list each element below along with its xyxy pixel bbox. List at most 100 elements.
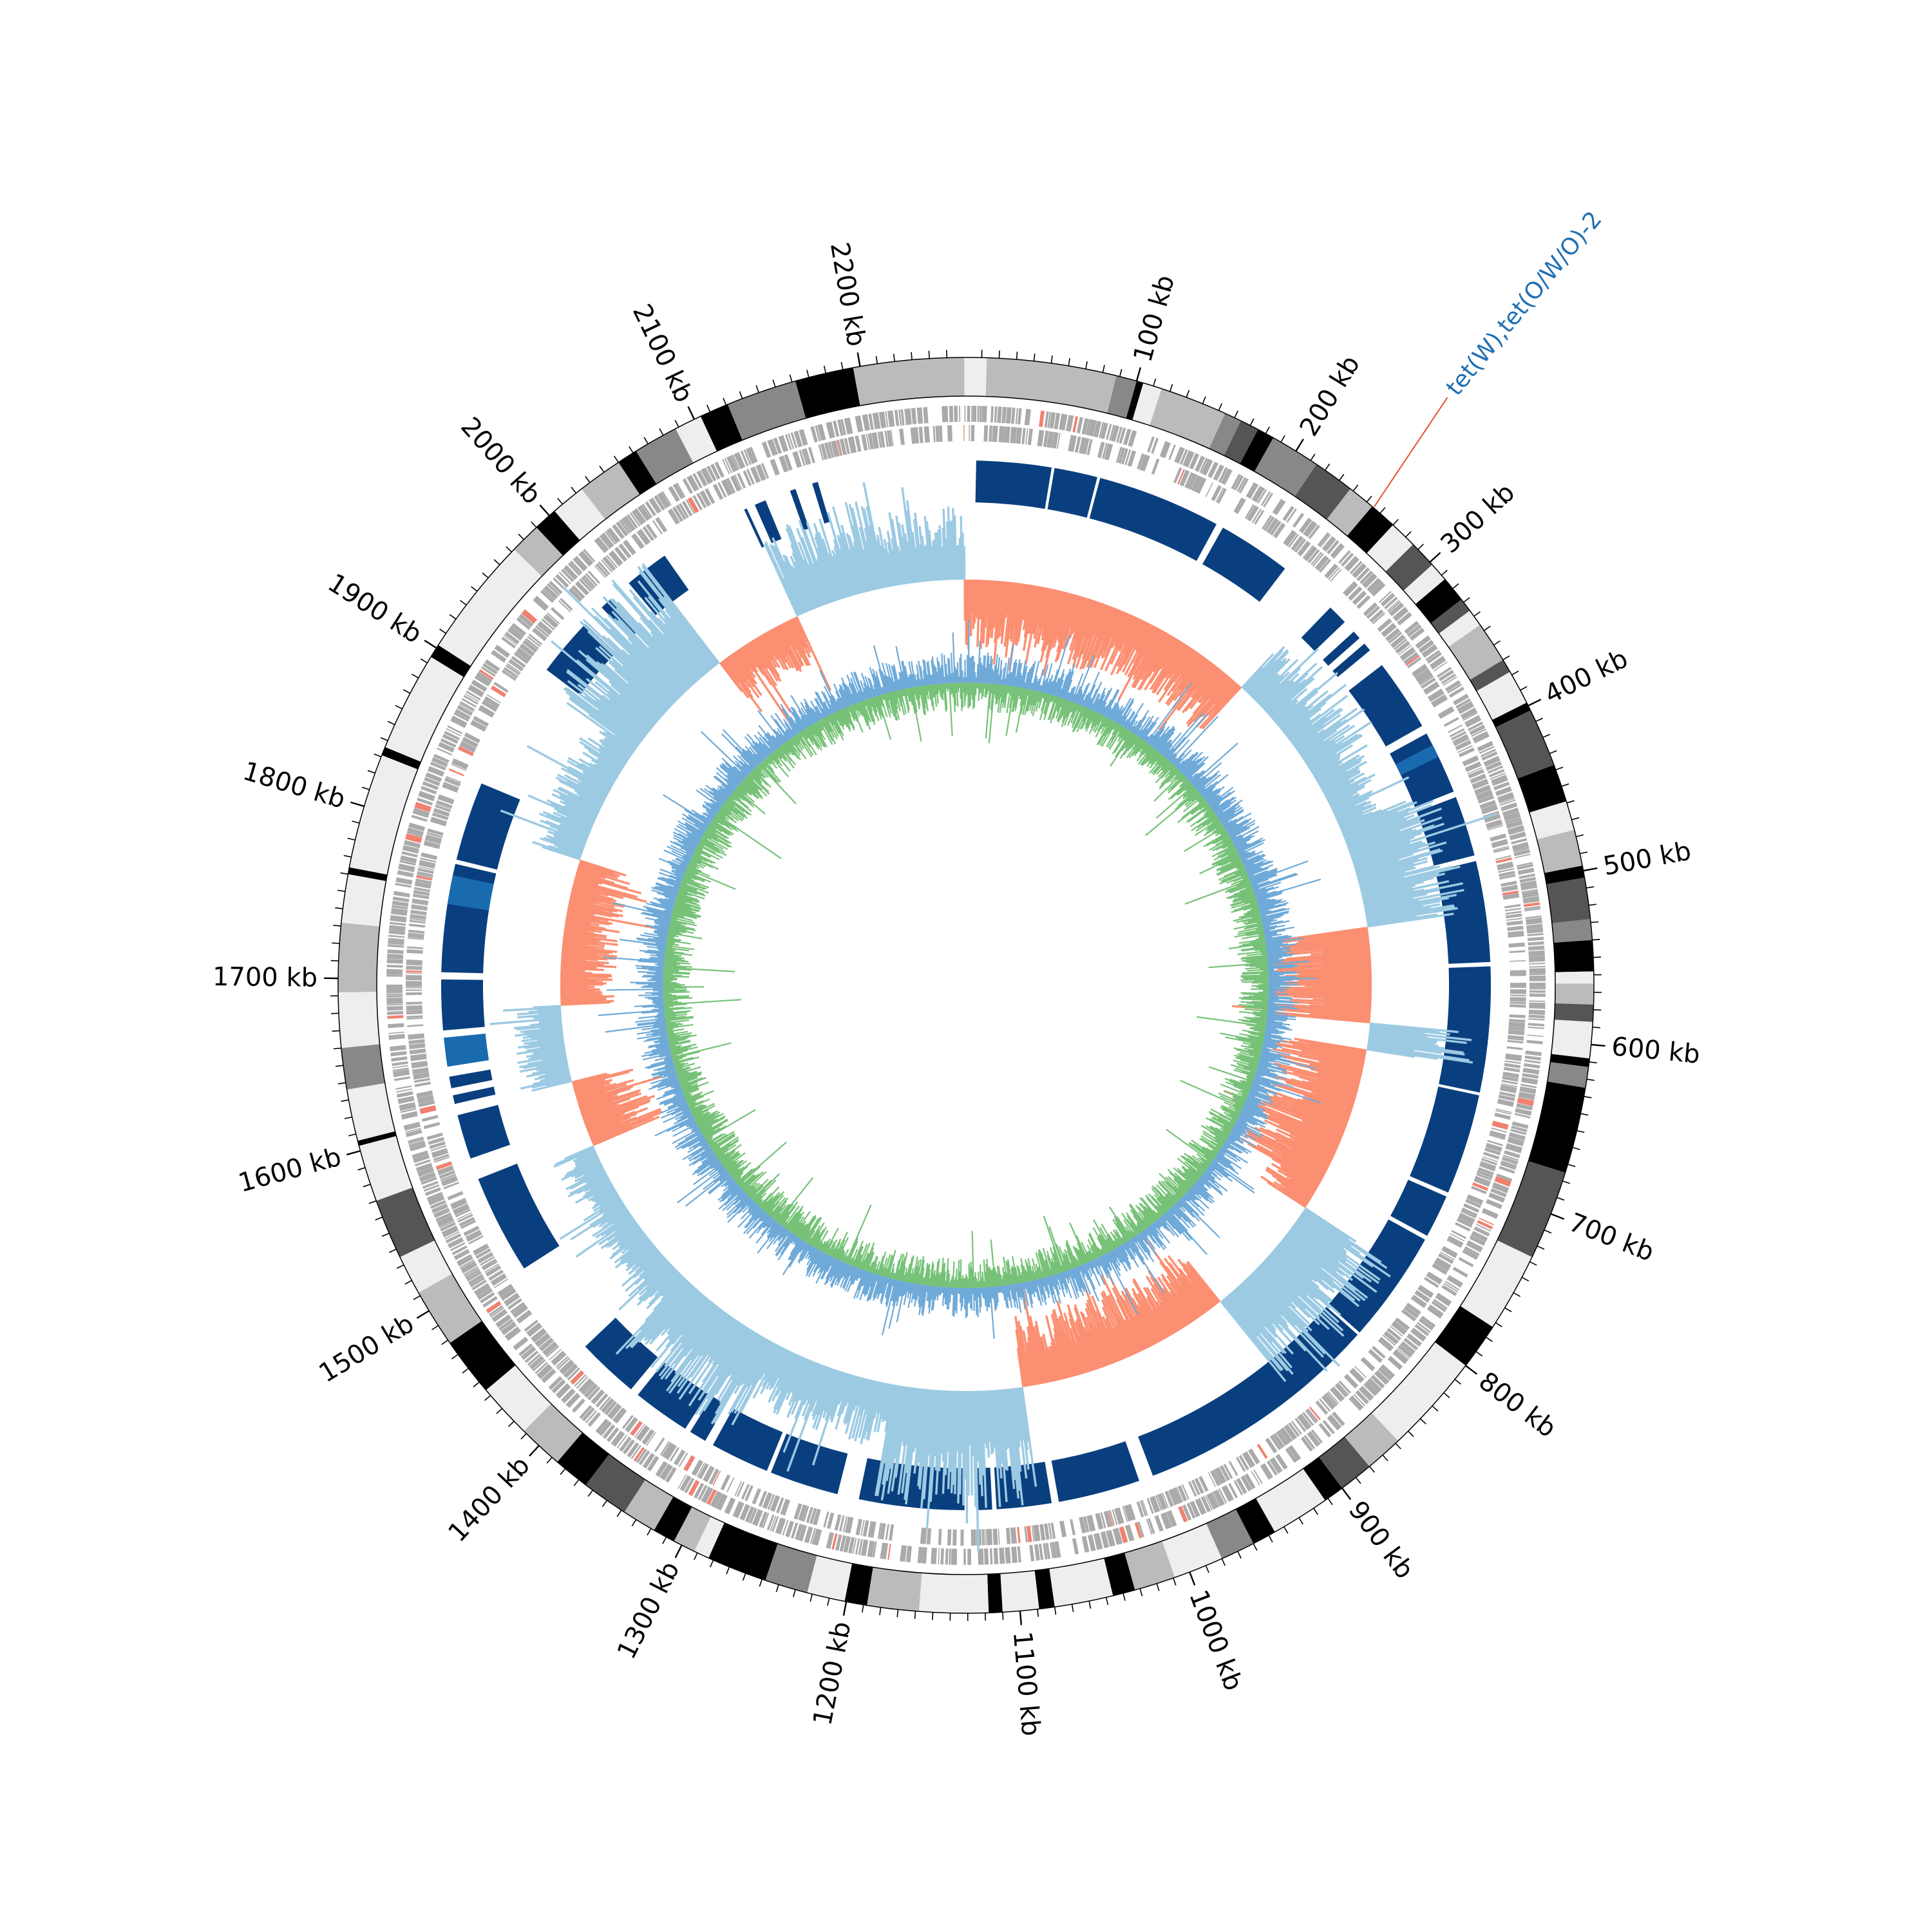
gene xyxy=(583,574,596,589)
karyotype-track xyxy=(337,357,1595,1614)
gene xyxy=(1124,1524,1135,1542)
gene xyxy=(1452,734,1470,746)
gene xyxy=(505,664,520,676)
gene xyxy=(1387,1356,1403,1370)
coverage-bar-positive xyxy=(649,1269,678,1298)
gene xyxy=(414,1081,431,1088)
coverage-bar-positive xyxy=(515,1029,564,1037)
gene xyxy=(636,1448,647,1464)
coverage-bar-positive xyxy=(598,1218,636,1245)
coverage-bar-positive xyxy=(831,549,848,598)
coverage-bar-positive xyxy=(956,545,959,580)
coverage-bar-positive xyxy=(898,551,907,585)
gene xyxy=(696,1462,706,1477)
coverage-bar-positive xyxy=(817,532,842,600)
coverage-bar-positive xyxy=(833,545,851,597)
gene xyxy=(437,794,455,805)
gc-skew-bar xyxy=(1067,687,1074,701)
gc-skew-bar xyxy=(1137,729,1144,737)
gene xyxy=(1499,1166,1515,1174)
gc-content-bar xyxy=(1043,694,1050,714)
coverage-bar-negative xyxy=(567,909,592,916)
coverage-bar-negative xyxy=(765,631,789,671)
gene xyxy=(406,1010,423,1015)
coverage-bar-positive xyxy=(1325,782,1351,799)
coverage-bar-positive xyxy=(569,697,638,749)
coverage-bar-positive xyxy=(1256,1267,1293,1303)
gc-skew-bar xyxy=(1036,678,1041,692)
karyotype-band xyxy=(348,867,388,882)
coverage-bar-positive xyxy=(597,709,642,743)
coverage-bar-positive xyxy=(627,1242,654,1264)
coverage-bar-negative xyxy=(589,1116,637,1138)
coverage-bar-positive xyxy=(835,1374,853,1430)
coverage-bar-positive xyxy=(1323,779,1350,795)
coverage-bar-positive xyxy=(1367,907,1458,923)
gc-skew-bar xyxy=(1128,719,1136,731)
gene xyxy=(1287,1444,1302,1461)
coverage-bar-positive xyxy=(583,1165,603,1177)
gene xyxy=(1179,469,1190,487)
coverage-bar-negative xyxy=(560,974,612,978)
gene xyxy=(612,524,625,540)
coverage-bar-positive xyxy=(563,805,596,822)
coverage-bar-positive xyxy=(914,512,924,582)
gene xyxy=(1456,1217,1473,1228)
coverage-bar-positive xyxy=(1313,744,1368,778)
coverage-bar-negative xyxy=(574,875,603,885)
gc-content-bar xyxy=(1011,687,1018,713)
gc-skew-bar xyxy=(1074,686,1081,703)
coverage-bar-negative xyxy=(1298,1054,1363,1070)
karyotype-band xyxy=(341,874,386,927)
gc-skew-bar xyxy=(1143,735,1148,741)
coverage-bar-negative xyxy=(1073,600,1095,659)
coverage-bar-negative xyxy=(1267,1097,1347,1129)
coverage-bar-positive xyxy=(914,547,922,583)
gene xyxy=(574,1374,587,1387)
coverage-bar-negative xyxy=(1324,1001,1372,1006)
coverage-bar-negative xyxy=(1137,624,1154,654)
coverage-bar-negative xyxy=(1029,1316,1045,1384)
coverage-bar-negative xyxy=(591,1115,654,1144)
coverage-bar-negative xyxy=(1152,641,1184,690)
coverage-bar-negative xyxy=(1273,1062,1360,1086)
coverage-bar-positive xyxy=(537,1007,562,1012)
gene xyxy=(1520,880,1537,888)
coverage-bar-negative xyxy=(589,1108,661,1139)
gene xyxy=(1520,885,1538,891)
gene xyxy=(1507,1137,1524,1147)
gene xyxy=(1010,426,1018,444)
gene xyxy=(1146,1519,1153,1535)
gene xyxy=(1423,681,1440,695)
coverage-bar-negative xyxy=(1266,1128,1332,1162)
coverage-bar-negative xyxy=(1275,1132,1333,1161)
gene xyxy=(1509,950,1526,953)
gene xyxy=(971,1529,976,1546)
gene xyxy=(578,1378,594,1394)
coverage-bar-negative xyxy=(1173,657,1207,701)
gene xyxy=(1360,1357,1376,1372)
coverage-bar-negative xyxy=(560,1001,611,1006)
coverage-bar-positive xyxy=(1228,1293,1293,1368)
karyotype-band xyxy=(844,1563,873,1605)
coverage-bar-negative xyxy=(560,967,604,971)
gene xyxy=(1238,478,1249,494)
gc-skew-bar xyxy=(1155,725,1175,750)
coverage-bar-negative xyxy=(1069,1328,1085,1374)
gene xyxy=(1269,1435,1282,1450)
gene xyxy=(1273,522,1286,538)
gene xyxy=(444,1231,460,1240)
gc-skew-bar xyxy=(1166,736,1186,759)
gene xyxy=(1159,440,1171,459)
coverage-bar-negative xyxy=(1099,1321,1117,1363)
gc-skew-bar xyxy=(1144,736,1150,742)
coverage-bar-positive xyxy=(1015,1387,1025,1441)
coverage-bar-positive xyxy=(880,1385,902,1501)
gene xyxy=(392,900,409,907)
coverage-bar-positive xyxy=(594,1189,616,1203)
gc-content-bar xyxy=(1100,717,1108,730)
gene xyxy=(1043,430,1049,448)
gene xyxy=(732,1501,744,1519)
gene xyxy=(744,1485,753,1501)
coverage-bar-positive xyxy=(1336,804,1372,822)
